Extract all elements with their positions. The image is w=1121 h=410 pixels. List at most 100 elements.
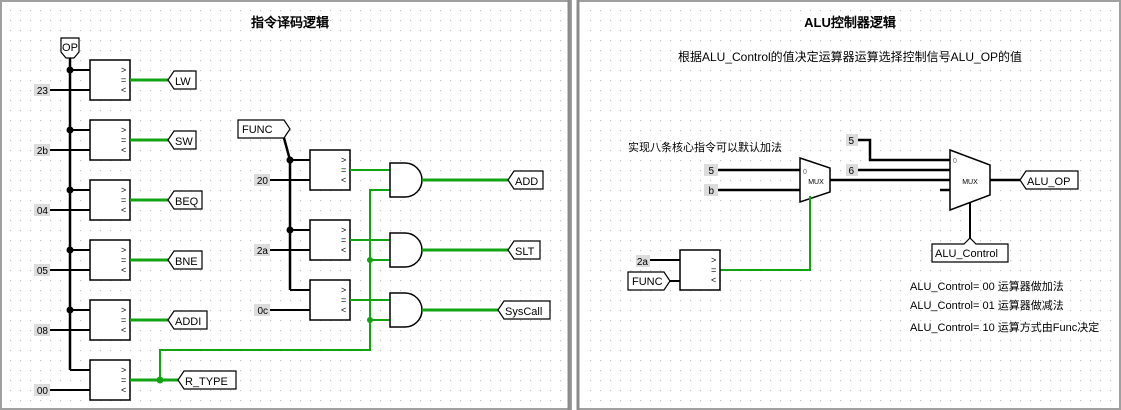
alu-op-output-pin: ALU_OP <box>1019 170 1079 190</box>
svg-text:=: = <box>121 195 126 205</box>
svg-text:>: > <box>341 285 346 295</box>
svg-text:0: 0 <box>803 169 807 176</box>
svg-text:=: = <box>121 315 126 325</box>
and-gate-syscall <box>389 292 423 328</box>
mux2-input-5: 5 <box>848 136 854 147</box>
comparator-addi <box>89 299 131 341</box>
and-gate-add <box>389 162 423 198</box>
output-pin-syscall: SysCall <box>505 306 542 318</box>
svg-text:<: < <box>121 205 126 215</box>
mux1-label: MUX <box>808 179 824 186</box>
rtype-wires <box>159 189 390 380</box>
legend-line-10: ALU_Control= 10 运算方式由Func决定 <box>910 320 1099 334</box>
mux1-input-b: b <box>708 186 714 197</box>
svg-text:=: = <box>711 265 716 275</box>
op-input-pin[interactable]: OP <box>60 37 80 59</box>
left-panel: 指令译码逻辑 OP 23 > = < LW <box>0 0 572 410</box>
func-const-20: 20 <box>257 176 269 187</box>
output-pin-bne: BNE <box>175 256 198 268</box>
mux-2 <box>949 148 991 212</box>
func-input-pin[interactable]: FUNC <box>237 119 291 139</box>
const-2b: 2b <box>37 146 49 157</box>
svg-text:>: > <box>121 65 126 75</box>
comparator-syscall <box>309 279 351 321</box>
mux-1 <box>799 156 831 204</box>
svg-text:>: > <box>121 305 126 315</box>
output-pin-beq: BEQ <box>175 196 199 208</box>
svg-text:<: < <box>121 85 126 95</box>
alu-op-label: ALU_OP <box>1027 176 1070 188</box>
svg-text:=: = <box>121 75 126 85</box>
right-panel: ALU控制器逻辑 根据ALU_Control的值决定运算器运算选择控制信号ALU… <box>576 0 1121 410</box>
func-const-0c: 0c <box>257 306 268 317</box>
comparator-row-addi: 08 > = < ADDI <box>34 299 208 341</box>
right-panel-title: ALU控制器逻辑 <box>804 15 896 30</box>
alu-control-label: ALU_Control <box>935 248 998 260</box>
const-23: 23 <box>37 86 49 97</box>
func-input-pin-right[interactable]: FUNC <box>627 271 671 291</box>
func-row-add: 20 > = < ADD <box>254 149 544 198</box>
svg-text:=: = <box>341 165 346 175</box>
svg-text:<: < <box>121 145 126 155</box>
svg-text:>: > <box>341 225 346 235</box>
svg-text:>: > <box>121 125 126 135</box>
svg-text:>: > <box>121 365 126 375</box>
legend-line-00: ALU_Control= 00 运算器做加法 <box>910 279 1064 293</box>
output-pin-add: ADD <box>515 176 538 188</box>
comparator-lw <box>89 59 131 101</box>
svg-text:<: < <box>711 275 716 285</box>
left-panel-title: 指令译码逻辑 <box>251 15 329 30</box>
mux1-input-5: 5 <box>708 166 714 177</box>
svg-text:=: = <box>341 295 346 305</box>
func-row-slt: 2a > = < SLT <box>254 219 541 268</box>
output-pin-addi: ADDI <box>175 316 201 328</box>
comparator-row-rtype: 00 > = < R_TYPE <box>34 359 237 401</box>
svg-text:>: > <box>121 185 126 195</box>
cmp-const-2a: 2a <box>637 257 649 268</box>
svg-text:<: < <box>121 265 126 275</box>
comparator-bne <box>89 239 131 281</box>
svg-text:>: > <box>121 245 126 255</box>
comparator-slt <box>309 219 351 261</box>
comparator-func-2a <box>679 249 721 291</box>
const-04: 04 <box>37 206 49 217</box>
comparator-row-bne: 05 > = < BNE <box>34 239 203 281</box>
comparator-row-beq: 04 > = < BEQ <box>34 179 203 221</box>
svg-text:<: < <box>341 245 346 255</box>
comparator-row-sw: 2b > = < SW <box>34 119 197 161</box>
right-panel-subtitle: 根据ALU_Control的值决定运算器运算选择控制信号ALU_OP的值 <box>678 49 1022 64</box>
output-pin-rtype: R_TYPE <box>185 376 228 388</box>
svg-text:<: < <box>121 385 126 395</box>
svg-text:<: < <box>341 305 346 315</box>
svg-text:>: > <box>341 155 346 165</box>
output-pin-lw: LW <box>175 76 191 88</box>
func-row-syscall: 0c > = < SysCall <box>254 279 551 328</box>
svg-text:0: 0 <box>953 158 957 165</box>
comparator-beq <box>89 179 131 221</box>
const-08: 08 <box>37 326 49 337</box>
default-add-note: 实现八条核心指令可以默认加法 <box>628 140 782 154</box>
legend-line-01: ALU_Control= 01 运算器做减法 <box>910 298 1064 312</box>
output-pin-sw: SW <box>175 136 193 148</box>
svg-text:=: = <box>341 235 346 245</box>
const-00: 00 <box>37 386 49 397</box>
comparator-row-lw: 23 > = < LW <box>34 59 197 101</box>
mux2-input-6: 6 <box>848 166 854 177</box>
svg-text:<: < <box>121 325 126 335</box>
alu-control-input-pin[interactable]: ALU_Control <box>931 237 1009 263</box>
and-gate-slt <box>389 232 423 268</box>
svg-text:=: = <box>121 135 126 145</box>
svg-text:<: < <box>341 175 346 185</box>
svg-text:=: = <box>121 255 126 265</box>
op-pin-label: OP <box>62 42 78 54</box>
const-05: 05 <box>37 266 49 277</box>
func-pin-label: FUNC <box>242 124 273 136</box>
output-pin-slt: SLT <box>515 246 535 258</box>
svg-text:=: = <box>121 375 126 385</box>
func-pin-label-right: FUNC <box>632 276 663 288</box>
comparator-rtype <box>89 359 131 401</box>
func-const-2a: 2a <box>257 246 269 257</box>
comparator-add <box>309 149 351 191</box>
mux2-label: MUX <box>962 179 978 186</box>
